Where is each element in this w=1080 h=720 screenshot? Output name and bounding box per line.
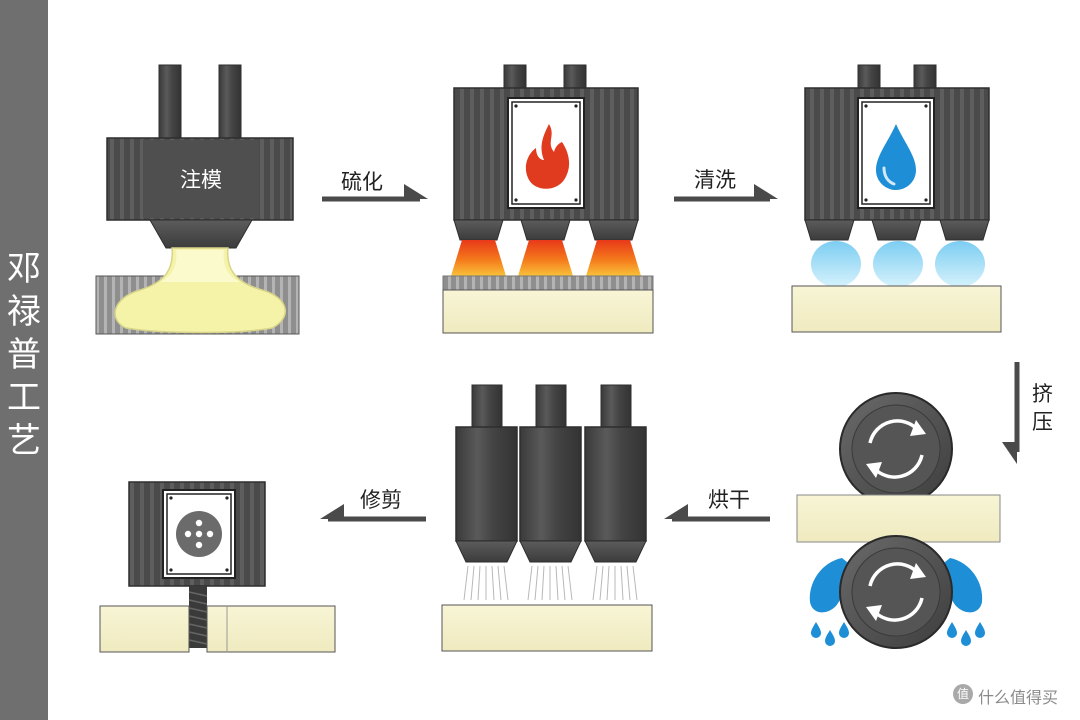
water-splash-left — [809, 558, 852, 613]
vulcanize-machine — [453, 64, 639, 241]
dry-label: 烘干 — [708, 488, 750, 512]
sidebar-title-char: 普 — [7, 335, 41, 375]
hot-air-streaks — [463, 565, 638, 601]
trim-label: 修剪 — [360, 488, 402, 512]
sidebar-title-char: 艺 — [7, 421, 41, 461]
sidebar-title-char: 工 — [7, 378, 41, 418]
squeeze-rollers — [796, 392, 1001, 649]
arrow-squeeze — [1002, 362, 1020, 464]
heat-glow — [451, 240, 641, 276]
wash-machine — [804, 64, 990, 241]
water-spray — [811, 241, 985, 287]
squeeze-label: 挤压 — [1032, 382, 1053, 434]
sidebar: 邓 禄 普 工 艺 — [0, 0, 48, 720]
dry-machine — [455, 384, 647, 563]
sidebar-title-char: 邓 — [7, 249, 41, 289]
flame-icon — [525, 124, 570, 189]
sidebar-title-char: 禄 — [7, 292, 41, 332]
vulcanize-foam — [442, 275, 654, 334]
arrow-vulcanize — [322, 184, 428, 202]
value-icon: 值 — [953, 684, 973, 704]
arrow-dry — [664, 504, 770, 522]
rotate-icon — [868, 419, 920, 444]
blade-icon — [176, 511, 222, 557]
dry-foam — [441, 604, 653, 652]
injection-label: 注模 — [180, 168, 222, 192]
wash-label: 清洗 — [694, 168, 736, 192]
mold-tray — [95, 247, 300, 335]
watermark-text: 什么值得买 — [978, 688, 1059, 707]
wash-foam — [791, 285, 1002, 333]
water-droplets — [811, 622, 985, 646]
trim-machine — [128, 481, 266, 648]
injection-machine — [106, 64, 294, 249]
trim-foam — [99, 605, 336, 653]
arrow-trim — [320, 504, 426, 522]
arrow-wash — [674, 184, 778, 202]
sidebar-title: 邓 禄 普 工 艺 — [0, 248, 48, 463]
vulcanize-label: 硫化 — [341, 170, 383, 194]
water-splash-right — [940, 558, 983, 613]
